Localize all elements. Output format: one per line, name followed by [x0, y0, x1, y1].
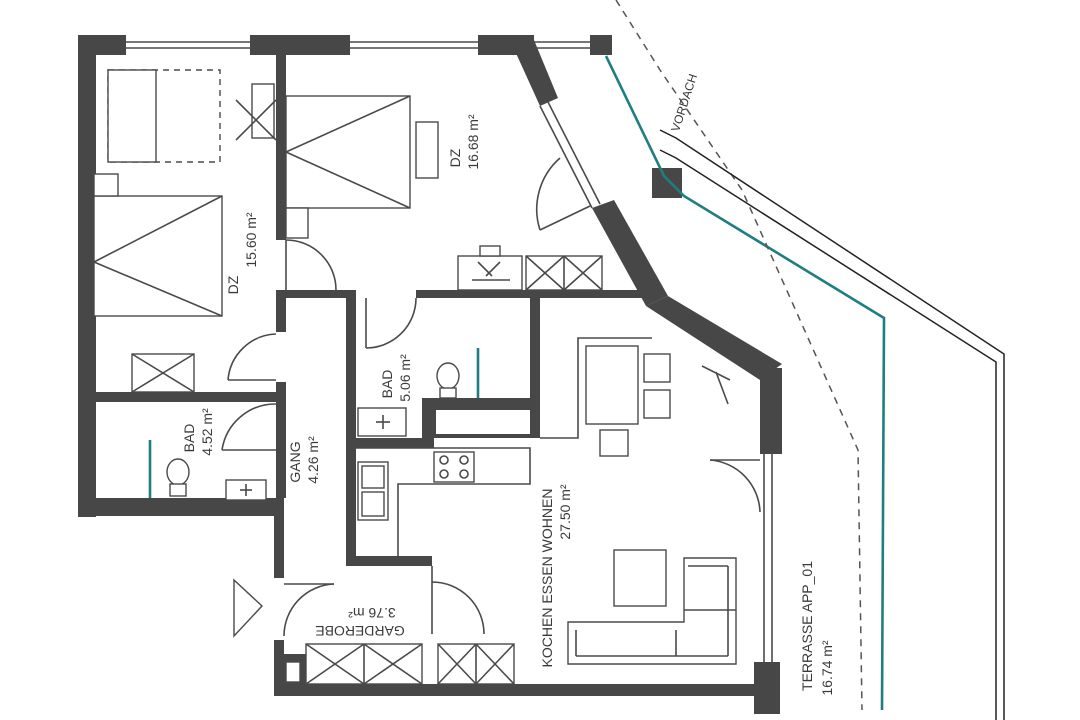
terrace-outline — [604, 0, 1005, 720]
room-area-garderobe: 3.76 m² — [348, 605, 396, 621]
room-area-wohnen: 27.50 m² — [557, 484, 573, 540]
living-kitchen-furniture — [356, 337, 761, 665]
room-label-gang: GANG — [287, 441, 303, 482]
label-vordach: VORDACH — [668, 72, 700, 133]
exterior-walls — [78, 35, 782, 714]
room-area-terrasse: 16.74 m² — [819, 640, 835, 696]
room-area-bad-middle: 5.06 m² — [397, 354, 413, 402]
bathroom-middle-fixtures — [357, 297, 480, 437]
room-area-bad-left: 4.52 m² — [199, 408, 215, 456]
room-area-dz-left: 15.60 m² — [243, 212, 259, 268]
room-area-gang: 4.26 m² — [305, 436, 321, 484]
room-area-dz-right: 16.68 m² — [465, 114, 481, 170]
bedroom-right-furniture — [285, 95, 603, 291]
room-label-wohnen: KOCHEN ESSEN WOHNEN — [539, 489, 555, 668]
room-label-garderobe: GARDEROBE — [315, 623, 404, 639]
room-label-bad-left: BAD — [181, 424, 197, 453]
entrance-arrow-icon — [233, 578, 263, 638]
room-label-dz-right: DZ — [447, 148, 463, 167]
bedroom-left-furniture — [93, 69, 277, 393]
room-label-terrasse: TERRASSE APP_01 — [799, 561, 815, 691]
garderobe-fixtures — [283, 566, 515, 685]
room-label-dz-left: DZ — [225, 275, 241, 294]
bathroom-left-fixtures — [148, 403, 277, 501]
top-windows — [126, 41, 773, 662]
room-label-bad-middle: BAD — [379, 370, 395, 399]
